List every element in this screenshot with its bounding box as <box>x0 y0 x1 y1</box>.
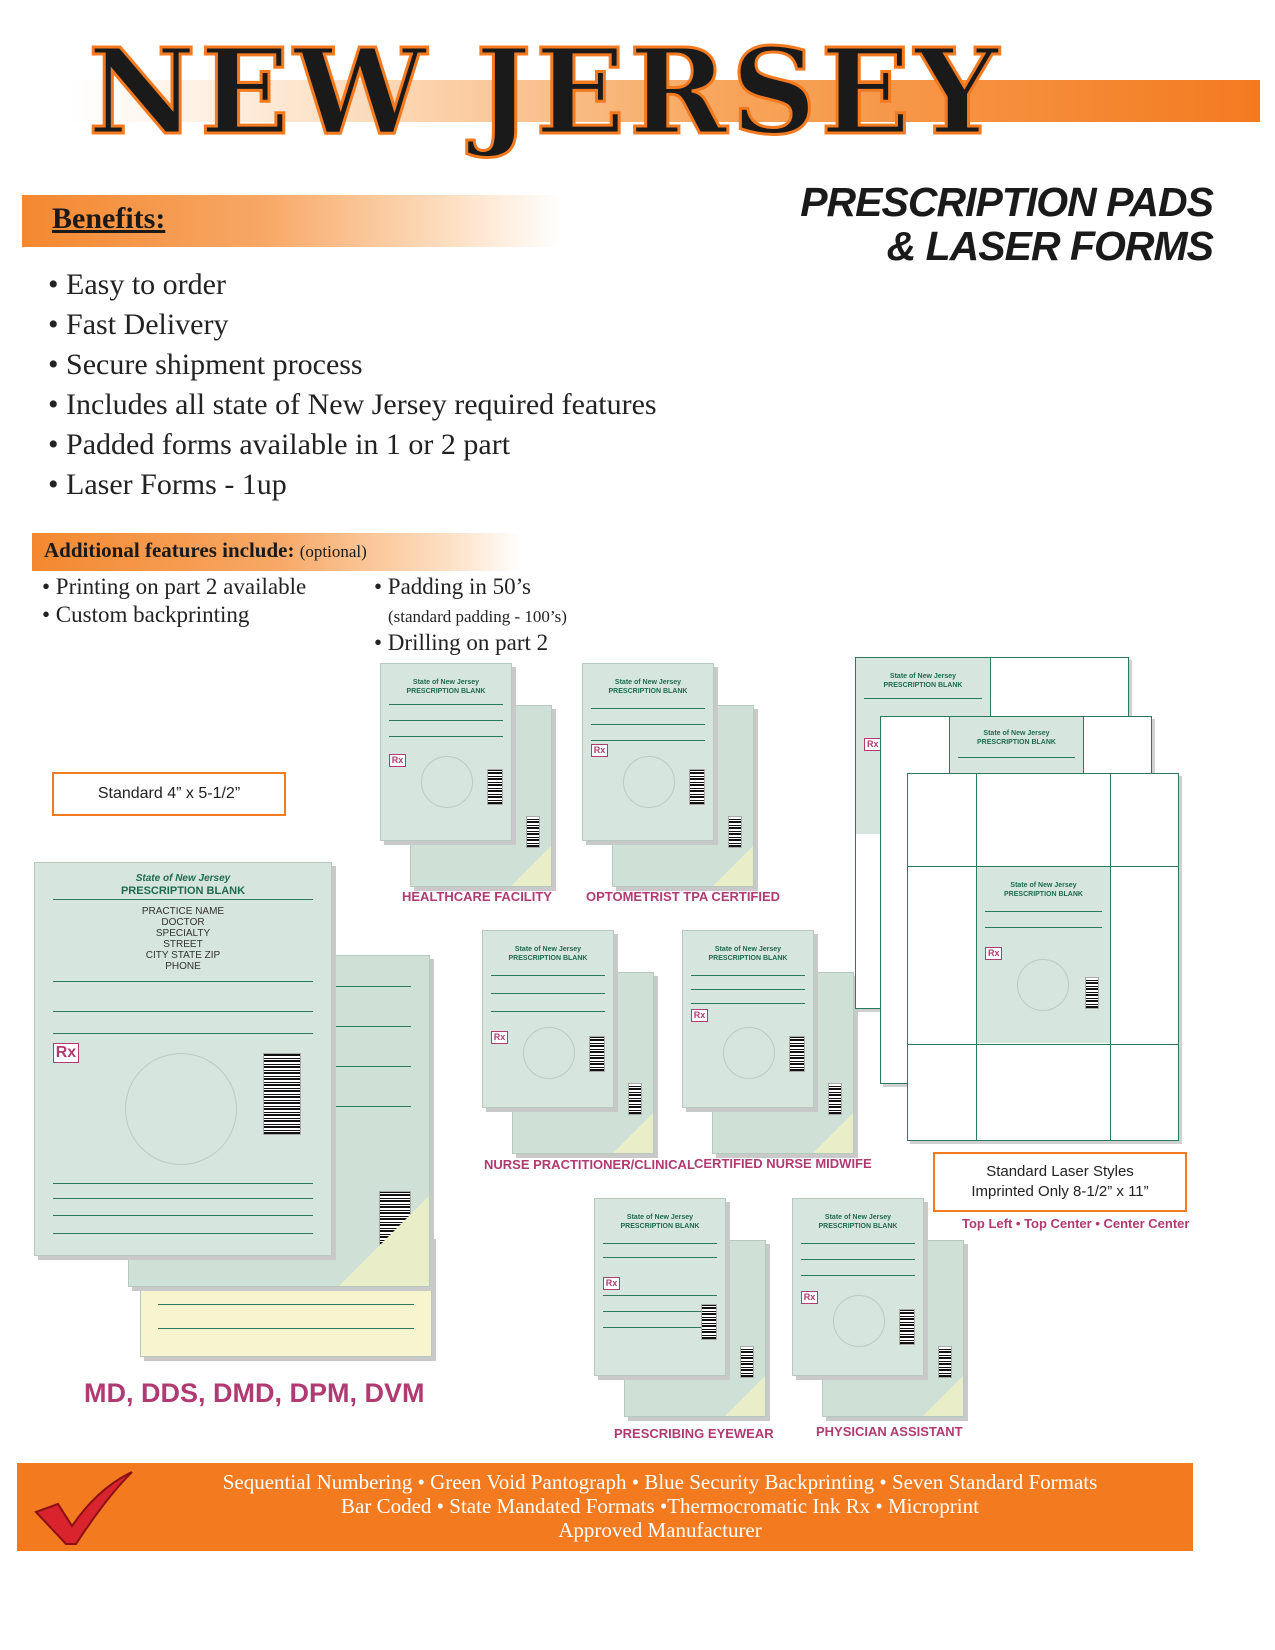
sample-form-front: State of New Jersey PRESCRIPTION BLANK P… <box>34 862 332 1256</box>
laser-label-line-1: Standard Laser Styles <box>986 1163 1134 1180</box>
state-seal-icon <box>723 1027 775 1079</box>
category-optometrist: OPTOMETRIST TPA CERTIFIED <box>586 889 781 904</box>
footer-line-3: Approved Manufacturer <box>558 1518 762 1542</box>
footer-line-2: Bar Coded • State Mandated Formats •Ther… <box>341 1494 979 1518</box>
benefit-item: Easy to order <box>48 265 657 305</box>
page-curl-icon <box>725 1376 765 1416</box>
benefits-band <box>22 195 562 247</box>
feature-left-1: • Printing on part 2 available <box>42 574 307 599</box>
feature-right-2: • Drilling on part 2 <box>374 630 549 655</box>
form-blank-title: PRESCRIPTION BLANK <box>120 885 246 897</box>
page-curl-icon <box>511 846 551 886</box>
subtitle-line-1: PRESCRIPTION PADS <box>800 179 1214 225</box>
rx-icon: Rx <box>52 1043 80 1063</box>
additional-band <box>32 533 522 571</box>
benefit-item: Padded forms available in 1 or 2 part <box>48 425 657 465</box>
footer-band <box>17 1463 1193 1551</box>
laser-styles-label: Standard Laser Styles Imprinted Only 8-1… <box>933 1152 1187 1212</box>
page-curl-icon <box>923 1376 963 1416</box>
category-midwife: CERTIFIED NURSE MIDWIFE <box>694 1156 872 1171</box>
rx-icon: Rx <box>984 947 1003 960</box>
category-physician-assistant: PHYSICIAN ASSISTANT <box>816 1424 963 1439</box>
benefits-list: Easy to order Fast Delivery Secure shipm… <box>48 265 657 505</box>
standard-size-label: Standard 4” x 5-1/2” <box>52 772 286 816</box>
checkmark-icon <box>34 1471 133 1545</box>
barcode-icon <box>899 1309 915 1345</box>
state-seal-icon <box>125 1053 237 1165</box>
form-practice-name: PRACTICE NAME <box>141 906 225 917</box>
barcode-icon <box>487 769 503 805</box>
barcode-icon <box>526 816 540 848</box>
form-street: STREET <box>163 939 203 950</box>
rx-icon: Rx <box>590 744 609 757</box>
page-curl-icon <box>613 1113 653 1153</box>
feature-left-2: • Custom backprinting <box>42 602 250 627</box>
rx-icon: Rx <box>602 1277 621 1290</box>
rx-icon: Rx <box>388 754 407 767</box>
additional-heading: Additional features include: (optional) <box>44 538 367 563</box>
page-curl-icon <box>339 1196 429 1286</box>
barcode-icon <box>701 1304 717 1340</box>
barcode-icon <box>689 769 705 805</box>
barcode-icon <box>740 1346 754 1378</box>
form-doctor: DOCTOR <box>161 917 205 928</box>
barcode-icon <box>938 1346 952 1378</box>
state-seal-icon <box>623 756 675 808</box>
barcode-icon <box>263 1053 301 1135</box>
title-orange-band <box>70 80 1260 122</box>
category-healthcare-facility: HEALTHCARE FACILITY <box>402 889 552 904</box>
additional-heading-text: Additional features include: <box>44 538 295 562</box>
footer-line-1: Sequential Numbering • Green Void Pantog… <box>222 1470 1098 1494</box>
laser-positions: Top Left • Top Center • Center Center <box>962 1216 1190 1231</box>
state-seal-icon <box>833 1295 885 1347</box>
footer-features: Sequential Numbering • Green Void Pantog… <box>130 1470 1190 1542</box>
form-specialty: SPECIALTY <box>155 928 211 939</box>
category-prescribing-eyewear: PRESCRIBING EYEWEAR <box>614 1426 774 1441</box>
state-seal-icon <box>523 1027 575 1079</box>
form-state-name: State of New Jersey <box>135 873 231 884</box>
feature-right-note: (standard padding - 100’s) <box>388 607 567 626</box>
barcode-icon <box>589 1036 605 1072</box>
category-nurse-practitioner: NURSE PRACTITIONER/CLINICAL <box>484 1157 695 1172</box>
benefit-item: Secure shipment process <box>48 345 657 385</box>
barcode-icon <box>789 1036 805 1072</box>
feature-right-1: • Padding in 50’s <box>374 574 531 599</box>
barcode-icon <box>1085 977 1099 1009</box>
benefit-item: Laser Forms - 1up <box>48 465 657 505</box>
rx-icon: Rx <box>800 1291 819 1304</box>
state-seal-icon <box>421 756 473 808</box>
benefits-heading: Benefits: <box>52 202 166 235</box>
form-phone: PHONE <box>165 961 201 972</box>
page-curl-icon <box>713 846 753 886</box>
rx-icon: Rx <box>490 1031 509 1044</box>
form-city-state-zip: CITY STATE ZIP <box>145 950 221 961</box>
state-seal-icon <box>1017 959 1069 1011</box>
page-curl-icon <box>813 1113 853 1153</box>
benefit-item: Includes all state of New Jersey require… <box>48 385 657 425</box>
barcode-icon <box>828 1083 842 1115</box>
barcode-icon <box>628 1083 642 1115</box>
additional-optional-note: (optional) <box>299 542 367 561</box>
subtitle-line-2: & LASER FORMS <box>886 223 1214 269</box>
rx-icon: Rx <box>690 1009 709 1022</box>
page-subtitle: PRESCRIPTION PADS & LASER FORMS <box>800 179 1214 269</box>
practitioner-types: MD, DDS, DMD, DPM, DVM <box>84 1378 425 1408</box>
benefit-item: Fast Delivery <box>48 305 657 345</box>
rx-icon: Rx <box>864 738 882 751</box>
laser-label-line-2: Imprinted Only 8-1/2” x 11” <box>971 1183 1149 1200</box>
page-title: NEW JERSEY <box>87 21 1003 163</box>
barcode-icon <box>728 816 742 848</box>
